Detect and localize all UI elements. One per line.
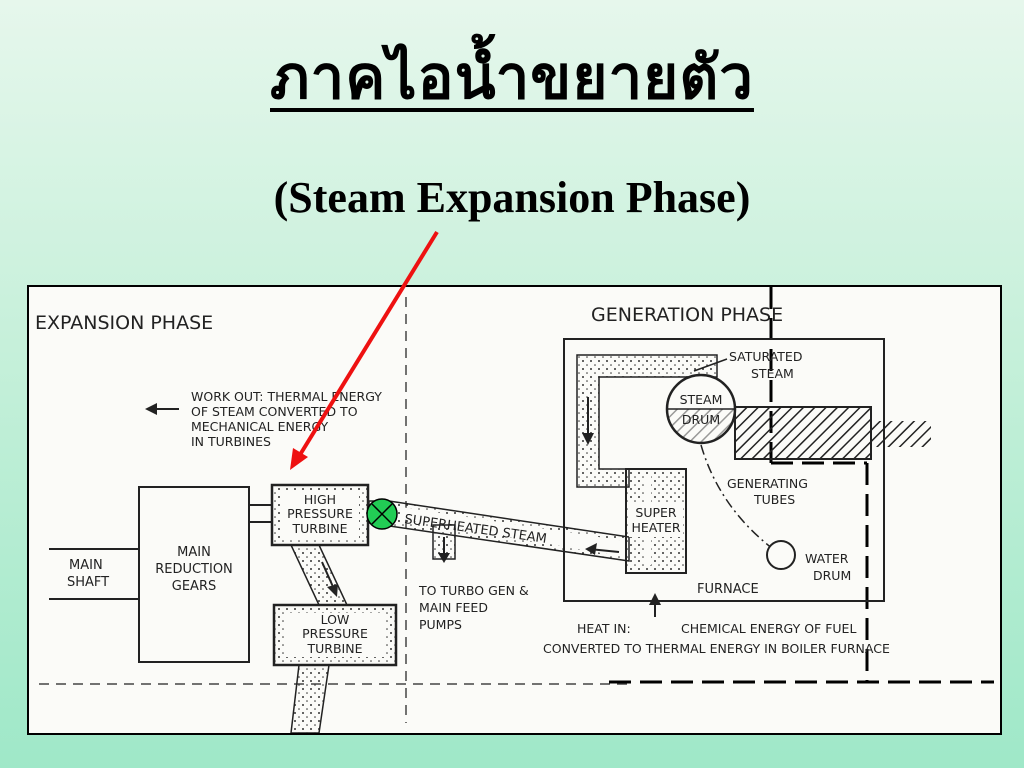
svg-text:OF STEAM CONVERTED TO: OF STEAM CONVERTED TO xyxy=(191,404,358,419)
diagram-svg: EXPANSION PHASE GENERATION PHASE WORK OU… xyxy=(35,287,994,733)
svg-text:SATURATED: SATURATED xyxy=(729,349,802,364)
steam-drum: STEAM DRUM xyxy=(665,373,737,445)
svg-text:PUMPS: PUMPS xyxy=(419,617,462,632)
svg-text:REDUCTION: REDUCTION xyxy=(155,562,233,577)
superheated-steam-pipe: SUPERHEATED STEAM xyxy=(368,500,630,563)
generating-tubes xyxy=(700,444,774,550)
svg-text:PRESSURE: PRESSURE xyxy=(302,626,368,641)
expansion-phase-label: EXPANSION PHASE xyxy=(35,312,213,334)
svg-text:HEAT IN:: HEAT IN: xyxy=(577,621,631,636)
crossover-pipe xyxy=(289,544,349,606)
generation-phase-label: GENERATION PHASE xyxy=(591,304,783,326)
svg-text:DRUM: DRUM xyxy=(682,412,720,427)
svg-text:PRESSURE: PRESSURE xyxy=(287,506,353,521)
svg-text:MECHANICAL ENERGY: MECHANICAL ENERGY xyxy=(191,419,329,434)
generating-tubes-label: GENERATING TUBES xyxy=(727,476,808,507)
svg-text:TURBINE: TURBINE xyxy=(307,641,363,656)
svg-text:MAIN: MAIN xyxy=(69,558,103,573)
high-pressure-turbine: HIGH PRESSURE TURBINE xyxy=(270,483,370,547)
svg-text:MAIN: MAIN xyxy=(177,545,211,560)
svg-text:SUPER: SUPER xyxy=(635,505,677,520)
svg-text:LOW: LOW xyxy=(321,612,350,627)
svg-text:TUBES: TUBES xyxy=(753,492,795,507)
svg-text:WATER: WATER xyxy=(805,551,849,566)
svg-text:GEARS: GEARS xyxy=(172,579,216,594)
main-reduction-gears: MAIN REDUCTION GEARS xyxy=(138,486,250,663)
svg-text:DRUM: DRUM xyxy=(813,568,851,583)
saturated-steam-label: SATURATED STEAM xyxy=(693,349,802,381)
work-out-text: WORK OUT: THERMAL ENERGY OF STEAM CONVER… xyxy=(145,389,382,449)
boiler-casing xyxy=(563,338,885,602)
svg-text:TURBINE: TURBINE xyxy=(292,521,348,536)
turbo-gen-text: TO TURBO GEN & MAIN FEED PUMPS xyxy=(418,583,529,632)
svg-text:HEATER: HEATER xyxy=(631,520,680,535)
water-drum: WATER DRUM xyxy=(766,540,851,583)
heat-in-text: HEAT IN: CHEMICAL ENERGY OF FUEL CONVERT… xyxy=(543,593,890,656)
page-title: ภาคไอน้ำขยายตัว xyxy=(270,43,754,113)
svg-text:CHEMICAL ENERGY OF FUEL: CHEMICAL ENERGY OF FUEL xyxy=(681,621,856,636)
svg-text:TO TURBO GEN &: TO TURBO GEN & xyxy=(418,583,529,598)
page-subtitle: (Steam Expansion Phase) xyxy=(273,173,751,222)
svg-text:STEAM: STEAM xyxy=(680,392,723,407)
svg-text:STEAM: STEAM xyxy=(751,366,794,381)
svg-text:IN TURBINES: IN TURBINES xyxy=(191,434,271,449)
main-shaft: MAIN SHAFT xyxy=(49,548,139,600)
svg-text:HIGH: HIGH xyxy=(304,492,336,507)
svg-text:WORK OUT: THERMAL ENERGY: WORK OUT: THERMAL ENERGY xyxy=(191,389,382,404)
svg-text:SHAFT: SHAFT xyxy=(67,575,109,590)
super-heater: SUPER HEATER xyxy=(625,468,687,574)
svg-text:GENERATING: GENERATING xyxy=(727,476,808,491)
furnace-label: FURNACE xyxy=(697,582,759,597)
svg-text:CONVERTED TO THERMAL ENERGY IN: CONVERTED TO THERMAL ENERGY IN BOILER FU… xyxy=(543,641,890,656)
svg-text:MAIN FEED: MAIN FEED xyxy=(419,600,488,615)
steam-plant-diagram: EXPANSION PHASE GENERATION PHASE WORK OU… xyxy=(27,285,1002,735)
fuel-duct xyxy=(734,406,872,460)
low-pressure-turbine: LOW PRESSURE TURBINE xyxy=(272,603,398,667)
